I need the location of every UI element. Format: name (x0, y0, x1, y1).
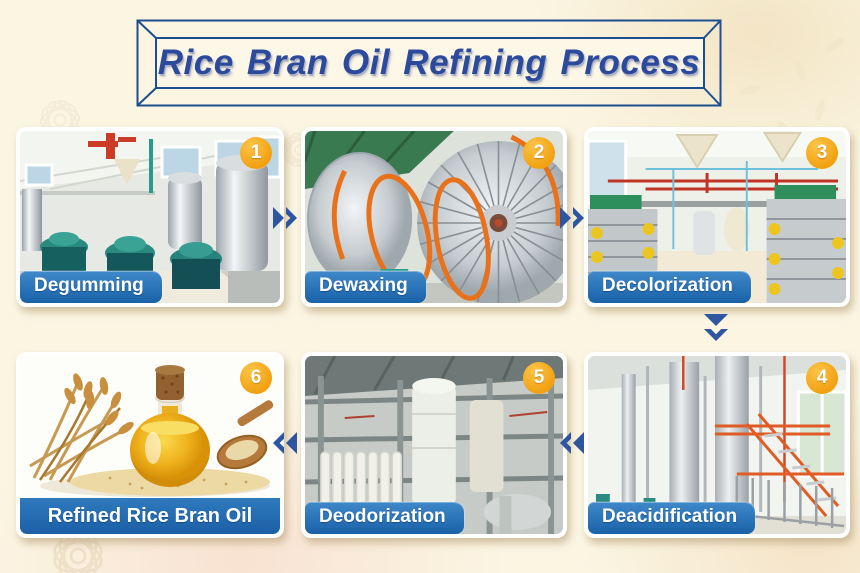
step-panel-deodorization: 5 Deodorization (301, 352, 567, 538)
decolorization-photo: 3 Decolorization (588, 131, 846, 303)
title-bevel-frame (136, 19, 722, 107)
step-label-decolorization: Decolorization (588, 271, 751, 303)
refined-oil-photo: 6 (20, 356, 280, 498)
step-number-badge: 5 (523, 362, 555, 394)
step-label-degumming: Degumming (20, 271, 162, 303)
step-panel-dewaxing: 2 Dewaxing (301, 127, 567, 307)
flow-arrow-right-icon (559, 205, 585, 231)
step-number-badge: 6 (240, 362, 272, 394)
step-label-dewaxing: Dewaxing (305, 271, 426, 303)
step-panel-degumming: 1 Degumming (16, 127, 284, 307)
step-panel-refined-oil: 6 Refined Rice Bran Oil (16, 352, 284, 538)
flow-arrow-left-icon (272, 430, 298, 456)
step-label-deacidification: Deacidification (588, 502, 756, 534)
dewaxing-photo: 2 Dewaxing (305, 131, 563, 303)
step-number-badge: 4 (806, 362, 838, 394)
deodorization-photo: 5 Deodorization (305, 356, 563, 534)
step-panel-decolorization: 3 Decolorization (584, 127, 850, 307)
step-number-badge: 1 (240, 137, 272, 169)
degumming-photo: 1 Degumming (20, 131, 280, 303)
flow-arrow-right-icon (272, 205, 298, 231)
step-number-badge: 2 (523, 137, 555, 169)
step-panel-deacidification: 4 Deacidification (584, 352, 850, 538)
page-title: Rice Bran Oil Refining Process (157, 43, 701, 82)
deacidification-photo: 4 Deacidification (588, 356, 846, 534)
step-label-deodorization: Deodorization (305, 502, 464, 534)
step-number-badge: 3 (806, 137, 838, 169)
flow-arrow-down-icon (701, 313, 731, 343)
flow-arrow-left-icon (559, 430, 585, 456)
step-label-refined-oil: Refined Rice Bran Oil (20, 498, 280, 534)
